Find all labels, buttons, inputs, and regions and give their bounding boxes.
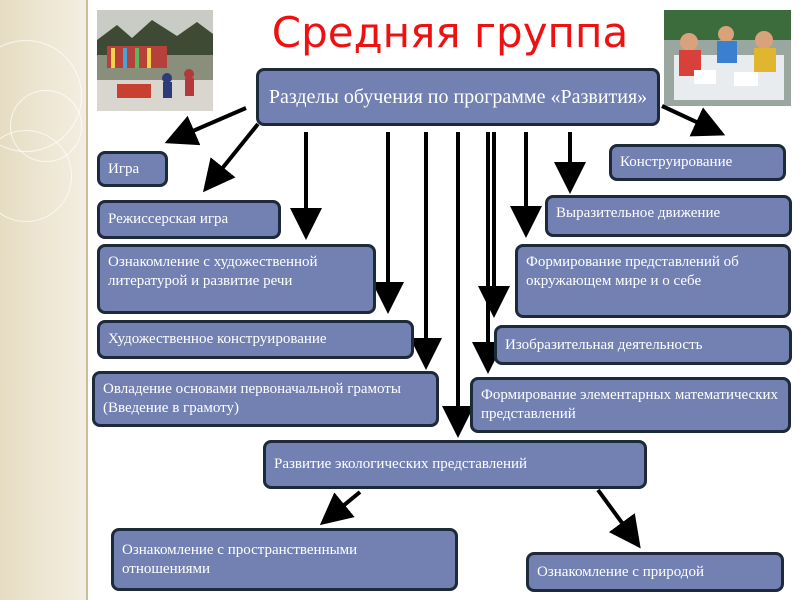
box-konstruirovanie: Конструирование	[609, 144, 786, 181]
box-ekologiya: Развитие экологических представлений	[263, 440, 647, 489]
box-gramota: Овладение основами первоначальной грамот…	[92, 371, 439, 427]
arrow-to-rezhisserskaya	[202, 122, 260, 193]
box-rezhisserskaya-igra: Режиссерская игра	[97, 200, 281, 239]
arrow-to-priroda	[596, 488, 641, 549]
arrow-to-igra	[164, 106, 247, 146]
page-title: Средняя группа	[271, 8, 629, 57]
box-oznakomlenie-literatura: Ознакомление с художественной литературо…	[97, 244, 376, 314]
box-formirovanie-predstavlenij: Формирование представлений об окружающем…	[515, 244, 791, 318]
box-igra: Игра	[97, 151, 168, 187]
children-drawing-photo	[664, 10, 791, 106]
main-box: Разделы обучения по программе «Развития»	[256, 68, 660, 126]
box-matematika: Формирование элементарных математических…	[470, 377, 791, 433]
box-priroda: Ознакомление с природой	[526, 552, 784, 592]
box-prostranstvennye-otnosheniya: Ознакомление с пространственными отношен…	[111, 528, 458, 591]
playground-photo	[97, 10, 213, 111]
box-vyrazitelnoe-dvizhenie: Выразительное движение	[545, 195, 792, 237]
box-hudozhestvennoe-konstruirovanie: Художественное конструирование	[97, 320, 414, 359]
arrow-to-prostranstvo	[319, 490, 362, 526]
arrow-to-konstruirovanie	[661, 104, 726, 137]
box-izobrazitelnaya-deyatelnost: Изобразительная деятельность	[494, 325, 792, 365]
decorative-sidebar	[0, 0, 88, 600]
